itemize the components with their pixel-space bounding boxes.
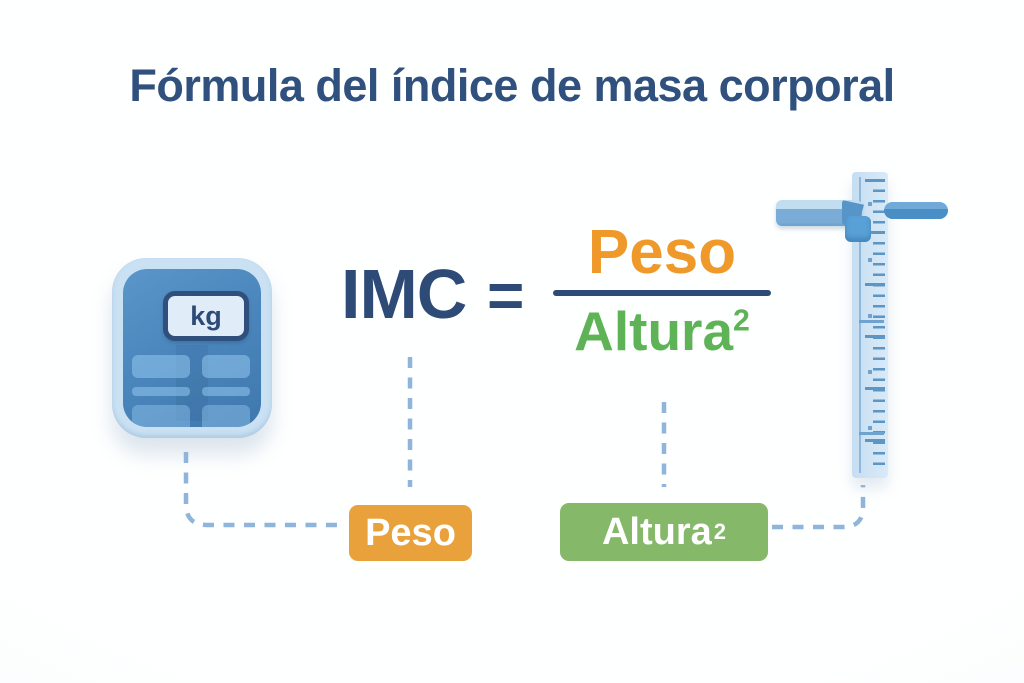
- page-title: Fórmula del índice de masa corporal: [129, 60, 895, 111]
- ruler-section-line: [859, 320, 884, 323]
- ruler-slider-clamp: [845, 216, 871, 242]
- connector-scale-to-peso-box: [183, 452, 345, 528]
- altura-label-exponent: 2: [713, 519, 727, 544]
- footpad-stripe: [202, 387, 250, 396]
- scale-body: kg: [123, 269, 261, 427]
- ruler-major-ticks: [865, 179, 885, 473]
- formula-denominator-altura: Altura2: [553, 298, 771, 364]
- formula-imc-text: IMC: [341, 255, 467, 333]
- scale-footpad-left: [132, 355, 190, 427]
- formula-fraction: Peso Altura2: [553, 218, 771, 364]
- footpad-stripe: [132, 405, 190, 427]
- footpad-stripe: [202, 405, 250, 427]
- altura-base-text: Altura: [574, 299, 734, 362]
- formula-equals-sign: =: [487, 259, 525, 331]
- ruler-inner-edge: [859, 177, 861, 473]
- footpad-stripe: [132, 355, 190, 378]
- connector-altura-box-to-ruler: [772, 485, 866, 530]
- scale-display: kg: [163, 291, 249, 341]
- ruler-slider-right-arm: [884, 202, 948, 219]
- weight-scale-icon: kg: [112, 258, 272, 438]
- altura-exponent: 2: [733, 304, 750, 338]
- peso-label-box: Peso: [349, 505, 472, 561]
- altura-label-text: Altura: [601, 510, 712, 553]
- ruler-section-line: [859, 432, 884, 435]
- formula-numerator-peso: Peso: [587, 218, 737, 287]
- kg-unit-label: kg: [190, 300, 222, 331]
- peso-label-text: Peso: [365, 511, 456, 554]
- fraction-bar: [553, 289, 771, 296]
- scale-footpad-right: [202, 355, 250, 427]
- footpad-stripe: [132, 387, 190, 396]
- height-ruler-icon: [776, 172, 948, 478]
- footpad-stripe: [202, 355, 250, 378]
